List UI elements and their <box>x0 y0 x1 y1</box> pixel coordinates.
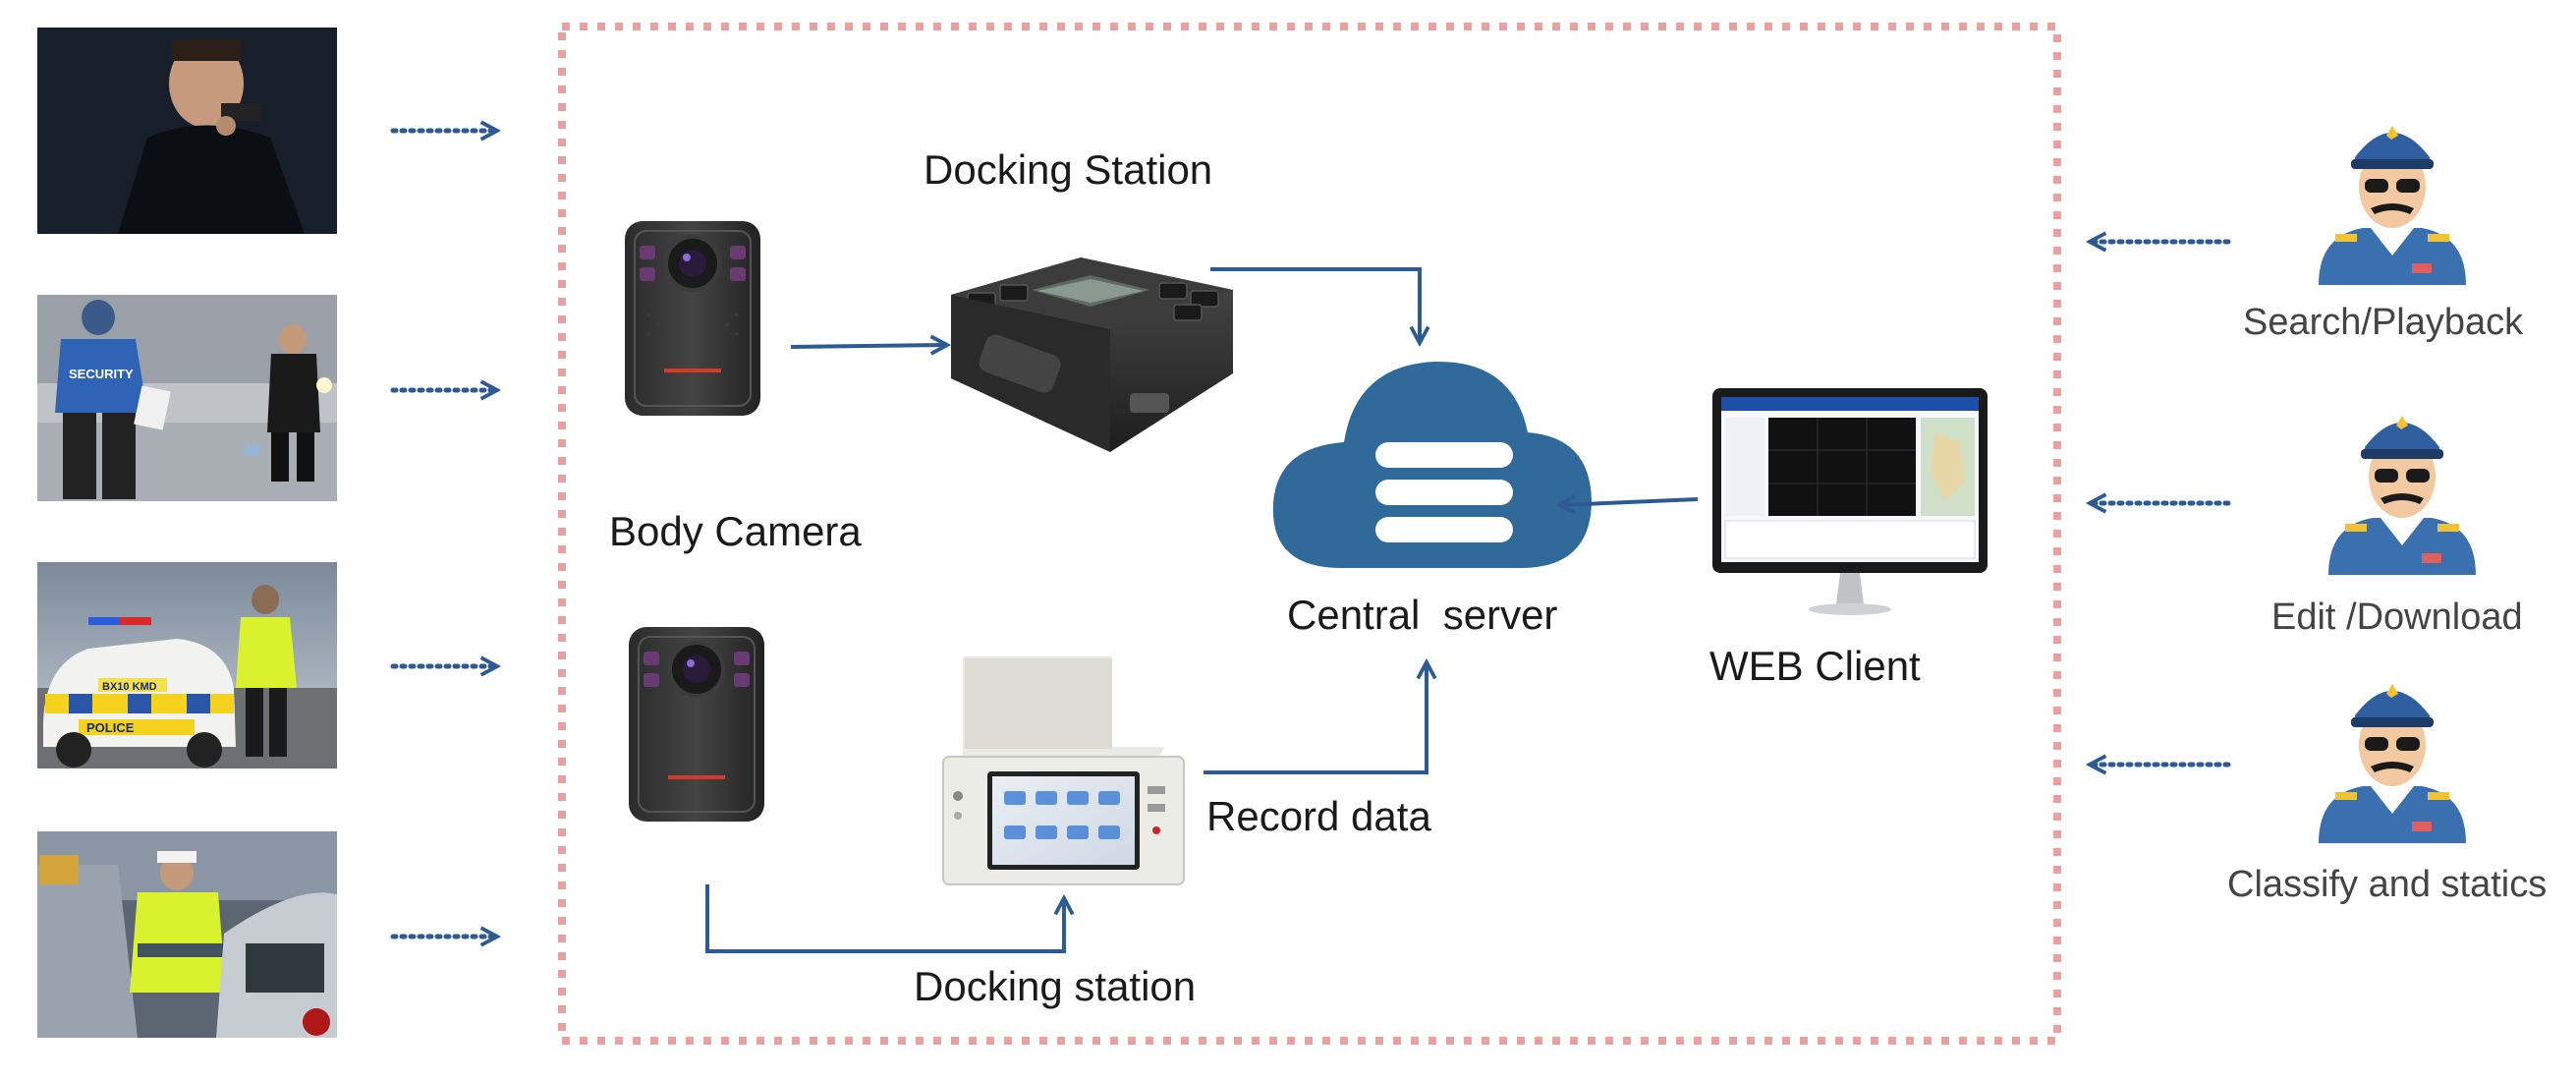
photo-security-guard: SECURITY <box>37 295 337 501</box>
edit-download-label: Edit /Download <box>2271 597 2523 638</box>
system-boundary <box>558 23 2061 1045</box>
docking-station-bottom-label: Docking station <box>914 963 1196 1009</box>
body-camera-icon <box>625 221 760 416</box>
docking-station-top-label: Docking Station <box>924 146 1212 193</box>
docking-station-icon <box>951 257 1233 452</box>
web-client-to-server-arrow <box>1560 499 1699 505</box>
officer-avatar-icon <box>2319 684 2466 843</box>
classify-statics-label: Classify and statics <box>2227 864 2547 905</box>
body-camera-label: Body Camera <box>609 508 862 554</box>
svg-text:BX10 KMD: BX10 KMD <box>102 681 157 693</box>
officer-avatar-icon <box>2319 126 2466 285</box>
security-badge: SECURITY <box>69 367 134 381</box>
cloud-server-icon <box>1272 361 1592 568</box>
officer-avatar-icon <box>2328 416 2476 575</box>
web-client-label: WEB Client <box>1709 643 1921 689</box>
docking-station-icon <box>942 656 1185 885</box>
photo-officer-aiming <box>37 28 337 234</box>
record-data-label: Record data <box>1206 793 1431 839</box>
body-camera-icon <box>629 627 764 822</box>
monitor-icon <box>1712 388 1988 615</box>
central-server-label: Central server <box>1287 592 1557 638</box>
camera-to-dock-arrow <box>790 345 946 347</box>
record-data-arrow <box>1204 663 1427 774</box>
search-playback-label: Search/Playback <box>2243 302 2524 343</box>
police-badge: POLICE <box>86 720 135 735</box>
camera-to-bottom-dock-arrow <box>705 884 1064 953</box>
photo-police-car: BX10 KMD POLICE <box>37 562 337 768</box>
photo-traffic-officer <box>37 831 337 1038</box>
dock-to-server-arrow <box>1210 267 1420 342</box>
